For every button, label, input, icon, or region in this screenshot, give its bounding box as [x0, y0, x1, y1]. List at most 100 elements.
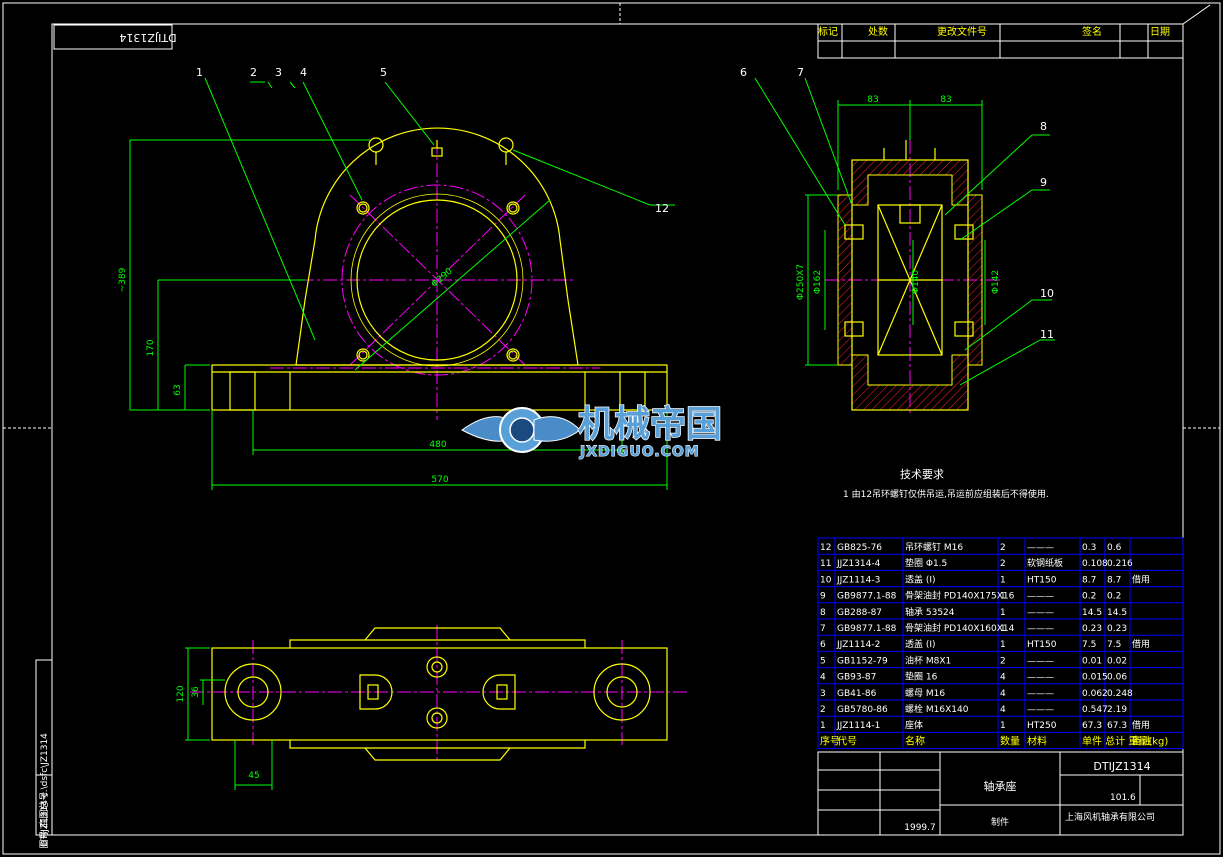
bom-cell-unit: 67.3: [1082, 721, 1102, 731]
svg-text:570: 570: [431, 475, 448, 485]
bom-cell-code: GB9877.1-88: [837, 624, 897, 634]
top-dimensions: 120 36 45: [176, 685, 260, 781]
bom-cell-material: HT150: [1027, 640, 1057, 650]
svg-text:45: 45: [248, 771, 259, 781]
bom-cell-note: 借用: [1132, 638, 1150, 650]
svg-text:~389: ~389: [118, 267, 128, 292]
bom-cell-code: JJZ1314-4: [836, 559, 881, 569]
bom-cell-no: 7: [820, 624, 826, 634]
svg-text:签名: 签名: [1082, 25, 1102, 38]
bom-cell-total: 67.3: [1107, 721, 1127, 731]
bom-cell-no: 8: [820, 608, 826, 618]
bom-cell-no: 9: [820, 592, 826, 602]
svg-text:1999.7: 1999.7: [904, 823, 936, 833]
svg-text:63: 63: [173, 384, 183, 395]
side-part-numbers: 6 7 8 9 10 11: [740, 66, 1054, 341]
bom-cell-qty: 2: [1000, 559, 1006, 569]
side-note-label: 图号 底图总号: [38, 792, 50, 849]
bom-cell-code: GB5780-86: [837, 705, 888, 715]
bom-cell-qty: 1: [1000, 721, 1006, 731]
rotated-drawing-number: DTIJZ1314: [119, 31, 176, 44]
bom-cell-no: 11: [820, 559, 831, 569]
svg-text:8: 8: [1040, 120, 1047, 133]
bom-cell-total: 7.5: [1107, 640, 1121, 650]
svg-text:36: 36: [191, 686, 201, 698]
bom-cell-material: ———: [1027, 673, 1054, 683]
svg-text:83: 83: [867, 95, 878, 105]
top-view: 120 36 45: [176, 625, 690, 790]
bom-cell-no: 5: [820, 656, 826, 666]
bom-cell-unit: 0.015: [1082, 673, 1108, 683]
title-block: 轴承座 DTIJZ1314 101.6 1999.7 制件 上海风机轴承有限公司: [817, 751, 1184, 836]
svg-text:Φ142: Φ142: [991, 270, 1001, 294]
bom-cell-total: 0.248: [1107, 689, 1133, 699]
bom-cell-qty: 1: [1000, 624, 1006, 634]
bom-header-code: 代号: [837, 735, 857, 747]
bom-cell-unit: 0.2: [1082, 592, 1096, 602]
watermark: 机械帝国 JXDIGUO.COM: [461, 403, 723, 461]
bom-cell-no: 2: [820, 705, 826, 715]
side-note: DTIJZ1314 c.\dsfc\JZ1314: [40, 733, 50, 847]
svg-text:上海风机轴承有限公司: 上海风机轴承有限公司: [1065, 811, 1155, 823]
svg-text:机械帝国: 机械帝国: [578, 404, 722, 445]
bom-cell-qty: 2: [1000, 543, 1006, 553]
bom-cell-no: 12: [820, 543, 831, 553]
svg-text:101.6: 101.6: [1110, 793, 1136, 803]
bom-cell-name: 螺栓 M16X140: [905, 703, 969, 715]
bom-cell-total: 0.216: [1107, 559, 1133, 569]
bom-cell-total: 0.06: [1107, 673, 1127, 683]
bom-cell-material: ———: [1027, 624, 1054, 634]
bom-cell-unit: 0.01: [1082, 656, 1102, 666]
bom-cell-name: 螺母 M16: [905, 688, 945, 699]
svg-text:Φ140: Φ140: [911, 270, 921, 295]
bom-cell-material: 软钢纸板: [1027, 557, 1063, 569]
bom-cell-code: GB41-86: [837, 689, 877, 699]
svg-text:日期: 日期: [1150, 26, 1170, 38]
svg-text:JXDIGUO.COM: JXDIGUO.COM: [579, 444, 700, 460]
bom-cell-name: 油杯 M8X1: [905, 654, 951, 666]
bom-cell-material: HT150: [1027, 575, 1057, 585]
bom-cell-unit: 14.5: [1082, 608, 1102, 618]
bom-header-no: 序号: [820, 734, 840, 747]
svg-text:轴承座: 轴承座: [984, 779, 1017, 793]
bom-cell-name: 座体: [905, 719, 923, 731]
svg-text:480: 480: [429, 440, 446, 450]
bom-cell-no: 6: [820, 640, 826, 650]
svg-text:制件: 制件: [991, 816, 1009, 828]
bom-cell-code: GB825-76: [837, 543, 882, 553]
svg-text:2: 2: [250, 66, 257, 79]
front-view: 1 2 3 4 5 12 Φ290 ~389 170 63 480 570: [118, 66, 675, 490]
bom-cell-total: 0.02: [1107, 656, 1127, 666]
bom-cell-code: GB288-87: [837, 608, 882, 618]
bom-header-weight: 单件 总计 重量(kg): [1082, 734, 1168, 747]
bom-cell-code: GB93-87: [837, 673, 876, 683]
bom-cell-name: 透盖 (I): [905, 573, 936, 585]
svg-text:7: 7: [797, 66, 804, 79]
bom-cell-code: JJZ1114-1: [836, 721, 880, 731]
bom-cell-unit: 8.7: [1082, 575, 1096, 585]
svg-text:更改文件号: 更改文件号: [937, 25, 987, 38]
svg-text:12: 12: [655, 202, 669, 215]
tech-requirements: 技术要求 1 由12吊环螺钉仅供吊运,吊运前应组装后不得使用.: [843, 468, 1049, 500]
bom-cell-note: 借用: [1132, 573, 1150, 585]
bom-cell-unit: 7.5: [1082, 640, 1096, 650]
bom-cell-code: GB1152-79: [837, 656, 888, 666]
svg-text:技术要求: 技术要求: [900, 468, 944, 481]
bom-cell-unit: 0.108: [1082, 559, 1108, 569]
bom-header-name: 名称: [905, 734, 925, 747]
svg-text:标记: 标记: [818, 26, 838, 38]
bom-cell-material: ———: [1027, 689, 1054, 699]
bom-cell-code: JJZ1114-3: [836, 575, 880, 585]
bom-cell-total: 8.7: [1107, 575, 1121, 585]
bom-cell-name: 吊环螺钉 M16: [905, 542, 963, 553]
bom-cell-material: ———: [1027, 543, 1054, 553]
bom-header-note: 备注: [1132, 734, 1152, 747]
rotated-number-box: DTIJZ1314: [53, 24, 177, 50]
bom-cell-note: 借用: [1132, 719, 1150, 731]
svg-text:5: 5: [380, 66, 387, 79]
bom-cell-no: 10: [820, 575, 832, 585]
bom-cell-name: 垫圈 16: [905, 671, 938, 683]
